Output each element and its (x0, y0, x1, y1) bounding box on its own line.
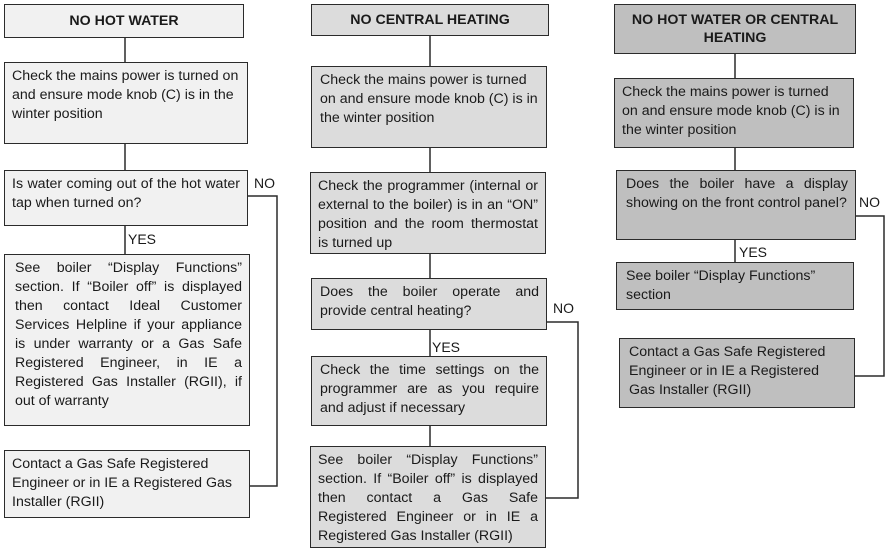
yes-label: YES (128, 231, 157, 247)
question-hot-water-tap: Is water coming out of the hot water tap… (4, 170, 248, 226)
question-boiler-display: Does the boiler have a display showing o… (616, 170, 856, 240)
step-contact-gas-safe-engineer: Contact a Gas Safe Registered Engineer o… (4, 450, 250, 518)
step-check-programmer: Check the programmer (internal or extern… (310, 172, 546, 254)
question-boiler-operate: Does the boiler operate and provide cent… (311, 278, 547, 330)
step-display-functions-warranty: See boiler “Display Functions” section. … (4, 254, 250, 426)
header-no-hot-water-or-central-heating: NO HOT WATER OR CENTRAL HEATING (614, 4, 856, 54)
no-label: NO (553, 300, 574, 316)
header-no-hot-water: NO HOT WATER (4, 4, 244, 38)
step-check-mains-power: Check the mains power is turned on and e… (4, 62, 248, 144)
no-label: NO (254, 175, 275, 191)
step-check-mains-power: Check the mains power is turned on and e… (311, 66, 547, 148)
step-contact-gas-safe-engineer: Contact a Gas Safe Registered Engineer o… (619, 338, 855, 408)
step-check-time-settings: Check the time settings on the programme… (311, 356, 547, 426)
no-label: NO (859, 194, 880, 210)
step-check-mains-power: Check the mains power is turned on and e… (614, 78, 854, 148)
yes-label: YES (739, 244, 768, 260)
step-display-functions-contact: See boiler “Display Functions” section. … (310, 446, 546, 548)
yes-label: YES (432, 339, 461, 355)
step-display-functions: See boiler “Display Functions” section (616, 262, 854, 310)
header-no-central-heating: NO CENTRAL HEATING (311, 4, 549, 36)
